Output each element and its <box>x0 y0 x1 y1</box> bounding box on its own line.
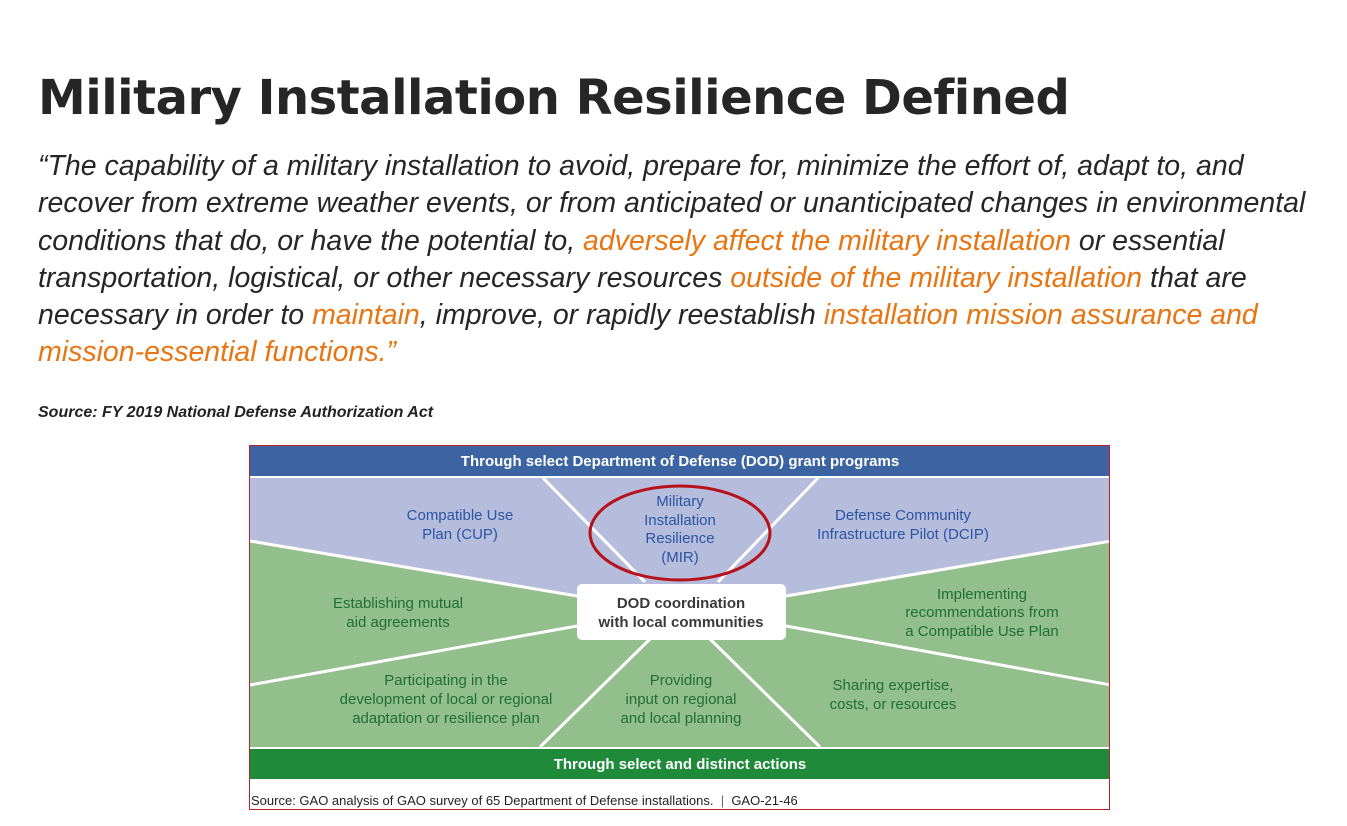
implementing-label-line-3: a Compatible Use Plan <box>905 623 1058 640</box>
bottom-banner-label: Through select and distinct actions <box>554 756 807 773</box>
definition-source: Source: FY 2019 National Defense Authori… <box>38 404 434 421</box>
divider-line <box>785 539 1109 598</box>
mutual-aid-label-line-1: Establishing mutual <box>333 595 463 612</box>
participating-label-line-1: Participating in the <box>384 672 507 689</box>
figure-source-text: Source: GAO analysis of GAO survey of 65… <box>251 793 714 808</box>
report-id: GAO-21-46 <box>731 793 798 808</box>
bottom-banner <box>250 749 1109 779</box>
cup-label-line-1: Compatible Use <box>407 507 514 524</box>
mir-highlight-ring <box>588 484 772 582</box>
actions-area <box>250 541 1109 747</box>
top-banner-label: Through select Department of Defense (DO… <box>461 453 899 470</box>
divider-line <box>250 624 578 687</box>
mir-label-line-4: (MIR) <box>661 549 699 566</box>
center-box <box>577 584 786 640</box>
divider-line <box>250 539 578 598</box>
implementing-label-line-2: recommendations from <box>905 604 1058 621</box>
coordination-diagram: Through select Department of Defense (DO… <box>250 446 1109 779</box>
slide-title: Military Installation Resilience Defined <box>38 70 1070 126</box>
mir-label-line-2: Installation <box>644 512 716 529</box>
segment-dividers <box>250 476 1109 749</box>
definition-text-4: , improve, or rapidly reestablish <box>419 299 824 332</box>
participating-label-line-2: development of local or regional <box>340 691 553 708</box>
dcip-label-line-2: Infrastructure Pilot (DCIP) <box>817 526 989 543</box>
definition-text-1: The capability of a military installatio… <box>38 150 1306 257</box>
close-quote: ” <box>386 336 397 369</box>
sharing-label-line-2: costs, or resources <box>830 696 957 713</box>
divider-line <box>785 624 1109 687</box>
divider-line <box>541 476 647 584</box>
open-quote: “ <box>38 150 48 182</box>
divider-line <box>538 637 652 749</box>
mir-label-line-1: Military <box>656 493 704 510</box>
providing-label-line-3: and local planning <box>621 710 742 727</box>
implementing-label-line-1: Implementing <box>937 586 1027 603</box>
providing-label-line-2: input on regional <box>626 691 737 708</box>
divider-line <box>716 476 820 584</box>
mutual-aid-label-line-2: aid agreements <box>346 614 449 631</box>
definition-highlight-3: maintain <box>312 299 420 332</box>
center-label-line-1: DOD coordination <box>617 595 745 612</box>
center-label-line-2: with local communities <box>597 614 763 631</box>
dcip-label-line-1: Defense Community <box>835 507 971 524</box>
definition-highlight-1: adversely affect the military installati… <box>583 224 1071 257</box>
definition-highlight-2: outside of the military installation <box>730 261 1143 294</box>
divider-line <box>708 637 822 749</box>
definition-text-2: or essential transportation, logistical,… <box>38 224 1225 294</box>
figure-source: Source: GAO analysis of GAO survey of 65… <box>251 793 798 808</box>
dod-coordination-figure: Through select Department of Defense (DO… <box>249 445 1110 810</box>
top-banner <box>250 446 1109 476</box>
sharing-label-line-1: Sharing expertise, <box>833 677 954 694</box>
definition-highlight-4: installation mission assurance and missi… <box>38 299 1258 369</box>
definition-text-3: that are necessary in order to <box>38 261 1247 332</box>
providing-label-line-1: Providing <box>650 672 713 689</box>
participating-label-line-3: adaptation or resilience plan <box>352 710 540 727</box>
mir-label-line-3: Resilience <box>645 530 714 547</box>
cup-label-line-2: Plan (CUP) <box>422 526 498 543</box>
grant-programs-area <box>250 478 1109 596</box>
figure-source-separator: | <box>720 793 725 808</box>
definition-quote: “The capability of a military installati… <box>38 148 1328 372</box>
